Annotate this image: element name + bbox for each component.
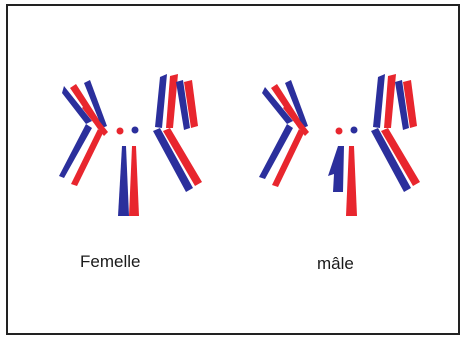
male-stalk-red	[346, 146, 357, 216]
male-centromere-blue	[351, 127, 358, 134]
female-stalk-red	[129, 146, 139, 216]
male-chromosome-pair	[259, 74, 420, 216]
female-centromere-blue	[132, 127, 139, 134]
male-right-arm-blue-upper	[373, 74, 385, 128]
female-chromosome-pair	[59, 74, 202, 216]
female-right-arm-blue-upper	[155, 74, 167, 128]
male-right-arm-red-upper	[384, 74, 396, 128]
male-centromere-red	[336, 128, 343, 135]
male-label: mâle	[317, 254, 354, 274]
female-label: Femelle	[80, 252, 140, 272]
male-left-arm-blue-outer-lower	[259, 124, 293, 179]
female-left-arm-blue-outer-lower	[59, 124, 92, 178]
female-left-arm-red-outer-lower	[71, 129, 103, 186]
female-stalk-blue	[118, 146, 129, 216]
male-stalk-blue-short	[328, 146, 344, 192]
female-centromere-red	[117, 128, 124, 135]
male-left-arm-red-outer-lower	[272, 129, 304, 187]
